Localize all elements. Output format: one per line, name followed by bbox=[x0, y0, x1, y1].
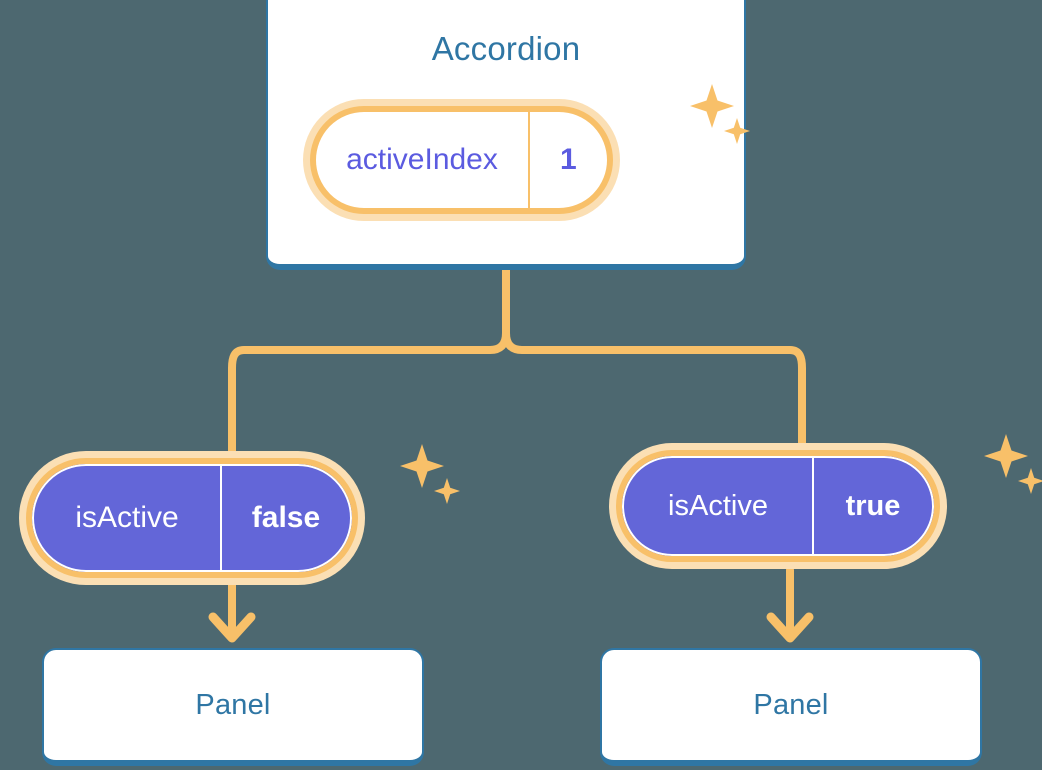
state-badge-label: activeIndex bbox=[346, 143, 498, 176]
sparkles-icon bbox=[400, 444, 460, 504]
state-badge-activeindex[interactable]: activeIndex 1 bbox=[310, 106, 613, 214]
state-badge-label: isActive bbox=[75, 501, 179, 534]
state-badge-isactive-false[interactable]: isActive false bbox=[26, 458, 358, 578]
arrow-head-right bbox=[766, 612, 814, 643]
state-badge-value: false bbox=[220, 466, 350, 570]
state-badge-value: true bbox=[812, 458, 932, 554]
panel-title: Panel bbox=[753, 688, 829, 721]
arrow-head-left bbox=[208, 612, 256, 643]
accordion-title: Accordion bbox=[431, 30, 581, 67]
state-badge-label: isActive bbox=[668, 489, 768, 522]
state-badge-isactive-true[interactable]: isActive true bbox=[616, 450, 940, 562]
sparkles-icon bbox=[984, 434, 1042, 494]
panel-card-right[interactable]: Panel bbox=[600, 648, 982, 766]
panel-card-left[interactable]: Panel bbox=[42, 648, 424, 766]
state-badge-value: 1 bbox=[528, 112, 607, 208]
panel-title: Panel bbox=[195, 688, 271, 721]
